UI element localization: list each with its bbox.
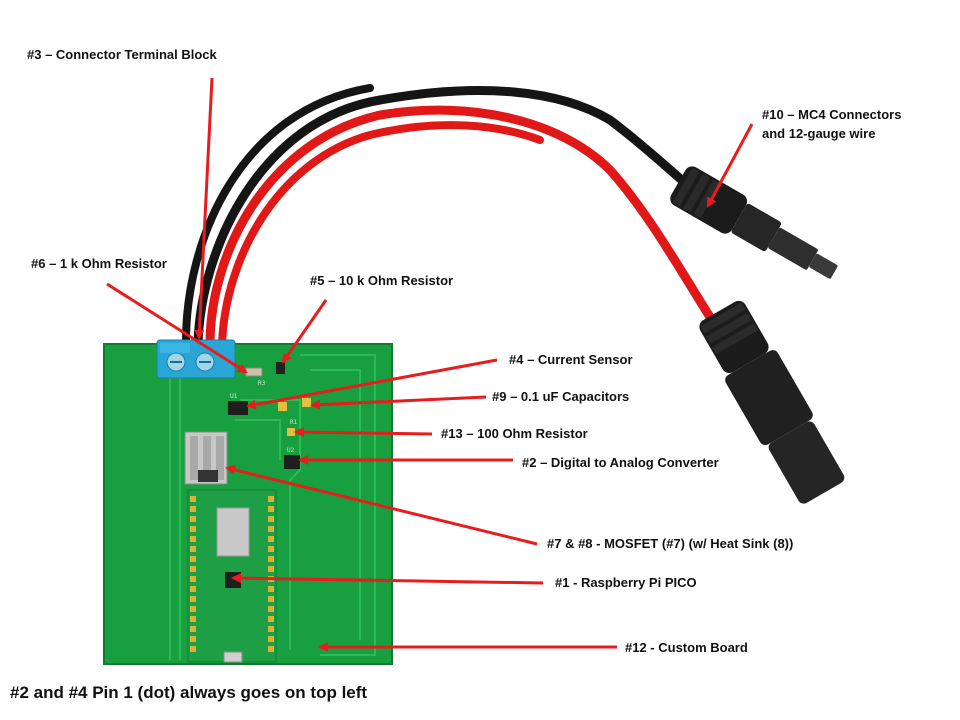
mc4-connector-lower [699,300,845,504]
label-100-ohm: #13 – 100 Ohm Resistor [441,426,588,441]
arrow-c1 [231,573,544,585]
arrow-c10 [706,123,754,208]
label-1k-resistor: #6 – 1 k Ohm Resistor [31,256,167,271]
label-dac: #2 – Digital to Analog Converter [522,455,719,470]
arrow-c78 [225,465,538,546]
wire-bundle [181,84,720,350]
label-pico: #1 - Raspberry Pi PICO [555,575,697,590]
arrows [106,77,754,652]
mosfet-heatsink [184,431,228,485]
silk-u2: U2 [287,447,295,454]
arrow-c9 [310,395,487,410]
arrow-c6 [106,282,248,374]
current-sensor-chip: U1 [228,393,248,415]
black-wire [193,86,705,350]
label-current-sensor: #4 – Current Sensor [509,352,633,367]
arrow-c4 [246,358,498,410]
resistor-10k [276,362,285,374]
red-wire-to-lower-mc4 [205,105,720,350]
label-capacitors: #9 – 0.1 uF Capacitors [492,389,629,404]
label-10k-resistor: #5 – 10 k Ohm Resistor [310,273,453,288]
raspberry-pi-pico [187,489,277,663]
silk-r3: R3 [258,380,266,387]
arrow-c5 [281,299,328,364]
label-mosfet: #7 & #8 - MOSFET (#7) (w/ Heat Sink (8)) [547,536,793,551]
footnote-pin1: #2 and #4 Pin 1 (dot) always goes on top… [10,683,367,702]
label-terminal-block: #3 – Connector Terminal Block [27,47,218,62]
red-wire-inner [218,121,544,349]
label-mc4-line2: and 12-gauge wire [762,126,875,141]
arrow-c13 [294,427,433,438]
silk-r1: R1 [290,419,298,426]
arrow-c3 [194,77,214,340]
callout-labels: #3 – Connector Terminal Block #10 – MC4 … [27,47,901,655]
mc4-connector-upper [670,166,838,279]
label-mc4-line1: #10 – MC4 Connectors [762,107,901,122]
terminal-block [156,339,236,379]
capacitors [278,398,311,411]
silk-u1: U1 [230,393,238,400]
black-wire-inner [181,84,374,349]
dac-chip: U2 [284,447,300,469]
resistor-100: R1 [287,419,298,436]
label-custom-board: #12 - Custom Board [625,640,748,655]
